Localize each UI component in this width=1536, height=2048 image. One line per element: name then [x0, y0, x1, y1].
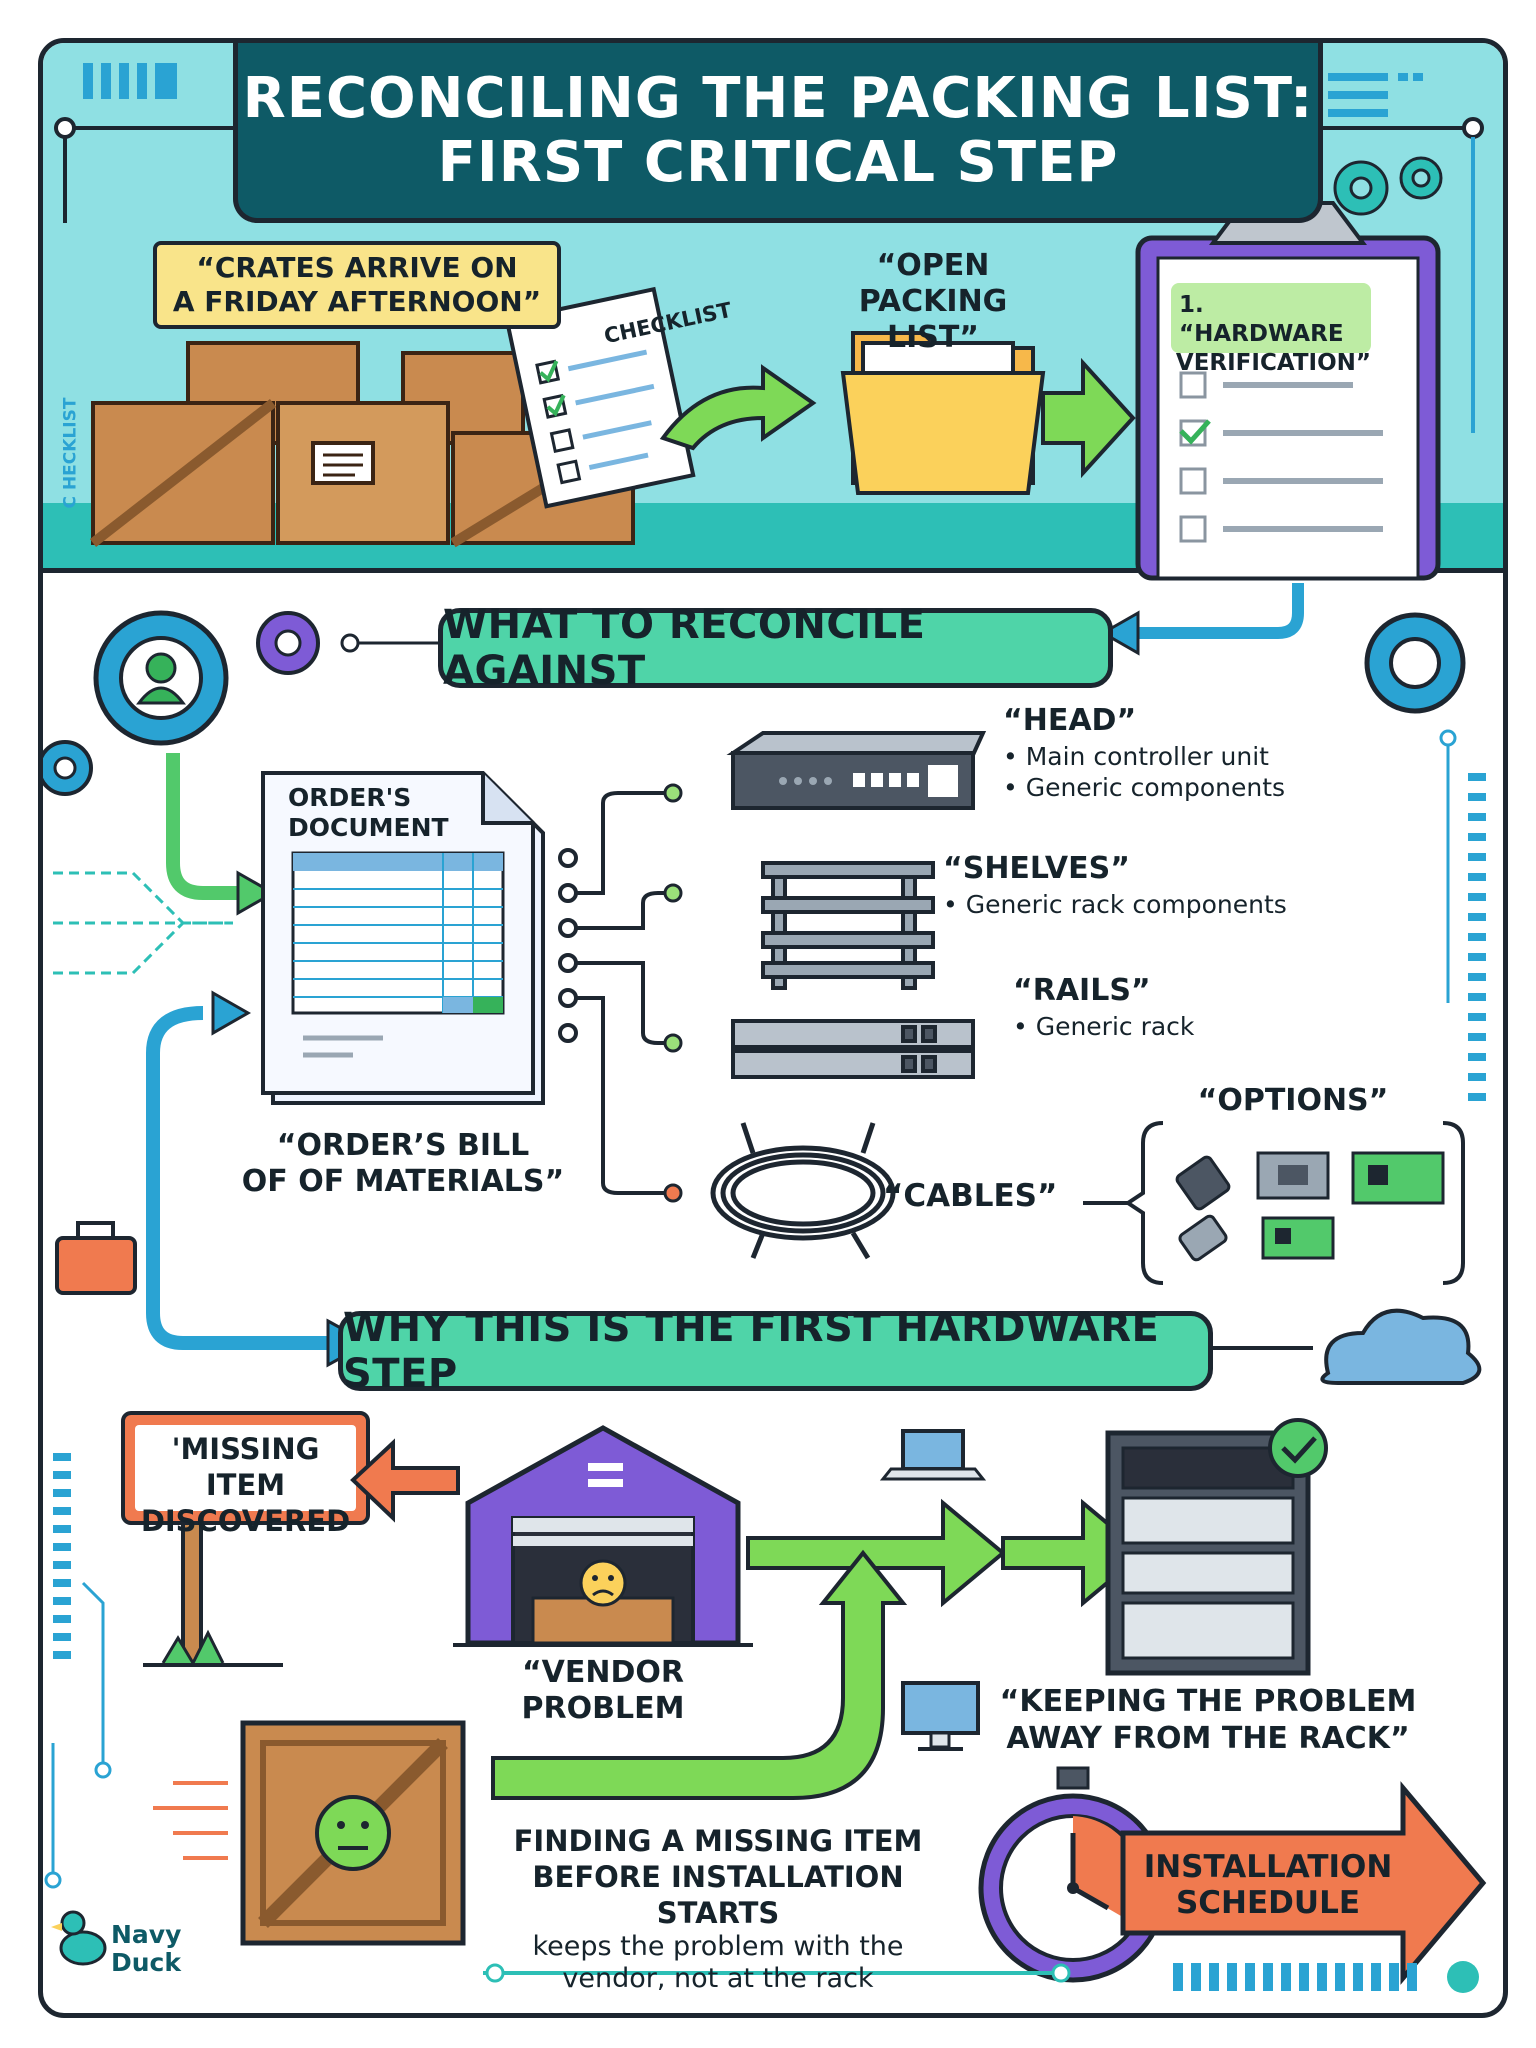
clipboard-item-line-2: VERIFICATION”	[1175, 350, 1371, 376]
head-bullet-1: • Main controller unit	[1003, 742, 1269, 771]
keeping-line-2: AWAY FROM THE RACK”	[1006, 1721, 1410, 1756]
decor-bars-right	[1328, 73, 1423, 117]
crates-callout-line-2: A FRIDAY AFTERNOON”	[172, 285, 542, 318]
left-gear-icon	[43, 740, 93, 796]
stopwatch-icon	[978, 1766, 1168, 1983]
bill-of-materials-label: “ORDER’S BILL OF OF MATERIALS”	[233, 1128, 573, 1200]
side-checklist-label: C HECKLIST	[60, 397, 81, 509]
finding-line-3: keeps the problem with the	[532, 1931, 904, 1962]
small-gear-icon	[256, 611, 320, 675]
arrow-lower	[491, 1549, 908, 1800]
cables-title: “CABLES”	[883, 1178, 1058, 1214]
usb-plug-icon-2	[1178, 1214, 1228, 1262]
server-rack-icon	[1105, 1418, 1328, 1676]
title-line-1: RECONCILING THE PACKING LIST:	[242, 65, 1314, 131]
reconcile-header: WHAT TO RECONCILE AGAINST	[438, 602, 1113, 694]
cables-icon	[710, 1122, 896, 1260]
shelves-bullets: • Generic rack components	[943, 889, 1287, 920]
vendor-problem-label: “VENDOR PROBLEM	[483, 1655, 723, 1727]
shelves-bullet-1: • Generic rack components	[943, 890, 1287, 919]
illustration-layer	[43, 63, 1487, 1993]
why-header-text: WHY THIS IS THE FIRST HARDWARE STEP	[343, 1305, 1160, 1397]
arrow-to-document	[166, 753, 243, 900]
order-document-label: ORDER'S DOCUMENT	[288, 783, 449, 843]
open-packing-list-label: “OPEN PACKING LIST”	[823, 248, 1043, 356]
bom-line-1: “ORDER’S BILL	[276, 1128, 530, 1163]
schedule-arrow	[1120, 1781, 1487, 1985]
finding-line-1: FINDING A MISSING ITEM	[513, 1824, 923, 1858]
arrow-upper	[746, 1498, 1007, 1608]
document-label-line-2: DOCUMENT	[288, 813, 449, 842]
rails-icon	[731, 1019, 975, 1079]
schedule-line-1: INSTALLATION	[1143, 1849, 1393, 1885]
title-line-2: FIRST CRITICAL STEP	[437, 129, 1119, 195]
schedule-line-2: SCHEDULE	[1175, 1885, 1361, 1921]
arrow-to-folder	[659, 364, 817, 451]
cloud-icon	[1320, 1308, 1482, 1385]
title-banner: RECONCILING THE PACKING LIST: FIRST CRIT…	[233, 43, 1323, 223]
warehouse-icon	[453, 1425, 753, 1647]
why-header: WHY THIS IS THE FIRST HARDWARE STEP	[338, 1305, 1213, 1397]
missing-sign-line-2: DISCOVERED	[140, 1504, 351, 1538]
toolbox-icon	[55, 1221, 137, 1295]
clipboard-icon	[1135, 185, 1441, 581]
keeping-line-1: “KEEPING THE PROBLEM	[999, 1684, 1417, 1719]
decor-bars-left	[83, 63, 177, 99]
crates-callout-line-1: “CRATES ARRIVE ON	[196, 251, 518, 284]
document-label-line-1: ORDER'S	[288, 783, 412, 812]
vendor-line-1: “VENDOR	[521, 1655, 685, 1690]
circuit-board-icon	[1351, 1151, 1445, 1205]
shelves-icon	[761, 861, 935, 990]
gear-icon	[1333, 156, 1443, 216]
rails-title: “RAILS”	[1013, 973, 1151, 1008]
finding-line-2: BEFORE INSTALLATION STARTS	[532, 1860, 904, 1930]
head-title: “HEAD”	[1003, 703, 1137, 738]
arrow-to-reconcile	[1133, 583, 1304, 639]
head-unit-icon	[726, 731, 987, 810]
vendor-line-2: PROBLEM	[521, 1691, 685, 1726]
head-bullets: • Main controller unit • Generic compone…	[1003, 741, 1285, 803]
order-document-icon	[261, 771, 545, 1105]
network-card-icon	[1256, 1151, 1330, 1200]
rails-bullet-1: • Generic rack	[1013, 1012, 1195, 1041]
loop-arrow	[146, 1006, 333, 1350]
right-gear-icon	[1364, 612, 1466, 714]
clipboard-item-line-1: 1. “HARDWARE	[1179, 292, 1344, 347]
arrow-to-sign	[350, 1438, 460, 1523]
installation-schedule-label: INSTALLATION SCHEDULE	[1143, 1849, 1393, 1921]
checklist-paper-icon	[504, 286, 696, 509]
open-label-line-2: PACKING LIST”	[858, 284, 1008, 355]
circuit-card-icon	[1261, 1216, 1335, 1260]
signpost-icon	[121, 1411, 370, 1667]
keeping-problem-label: “KEEPING THE PROBLEM AWAY FROM THE RACK”	[993, 1683, 1423, 1757]
usb-plug-icon	[1175, 1155, 1231, 1211]
clipboard-item-label: 1. “HARDWARE VERIFICATION”	[1171, 291, 1371, 378]
arrow-to-clipboard	[1041, 357, 1136, 479]
missing-item-sign-text: 'MISSING ITEM DISCOVERED	[135, 1431, 356, 1539]
monitor-icon	[901, 1681, 980, 1751]
settings-gear-icon	[93, 610, 229, 746]
brand-line-1: Navy	[111, 1920, 182, 1949]
brand-logo-text: Navy Duck	[111, 1921, 181, 1977]
shelves-title: “SHELVES”	[943, 851, 1130, 886]
rails-bullets: • Generic rack	[1013, 1011, 1194, 1042]
navy-duck-logo	[51, 1910, 107, 1966]
finding-line-4: vendor, not at the rack	[562, 1963, 874, 1994]
laptop-icon	[879, 1429, 987, 1481]
open-label-line-1: “OPEN	[876, 248, 990, 283]
crates-callout: “CRATES ARRIVE ON A FRIDAY AFTERNOON”	[153, 241, 561, 329]
brand-line-2: Duck	[111, 1948, 181, 1977]
infographic-frame: RECONCILING THE PACKING LIST: FIRST CRIT…	[38, 38, 1508, 2018]
missing-sign-line-1: 'MISSING ITEM	[171, 1432, 320, 1502]
crate-face-icon	[240, 1720, 466, 1946]
head-bullet-2: • Generic components	[1003, 773, 1286, 802]
options-label: “OPTIONS”	[1197, 1083, 1389, 1118]
finding-missing-item-text: FINDING A MISSING ITEM BEFORE INSTALLATI…	[473, 1823, 963, 1995]
folder-icon	[840, 331, 1046, 495]
bom-line-2: OF OF MATERIALS”	[241, 1164, 565, 1199]
reconcile-header-text: WHAT TO RECONCILE AGAINST	[443, 602, 926, 694]
